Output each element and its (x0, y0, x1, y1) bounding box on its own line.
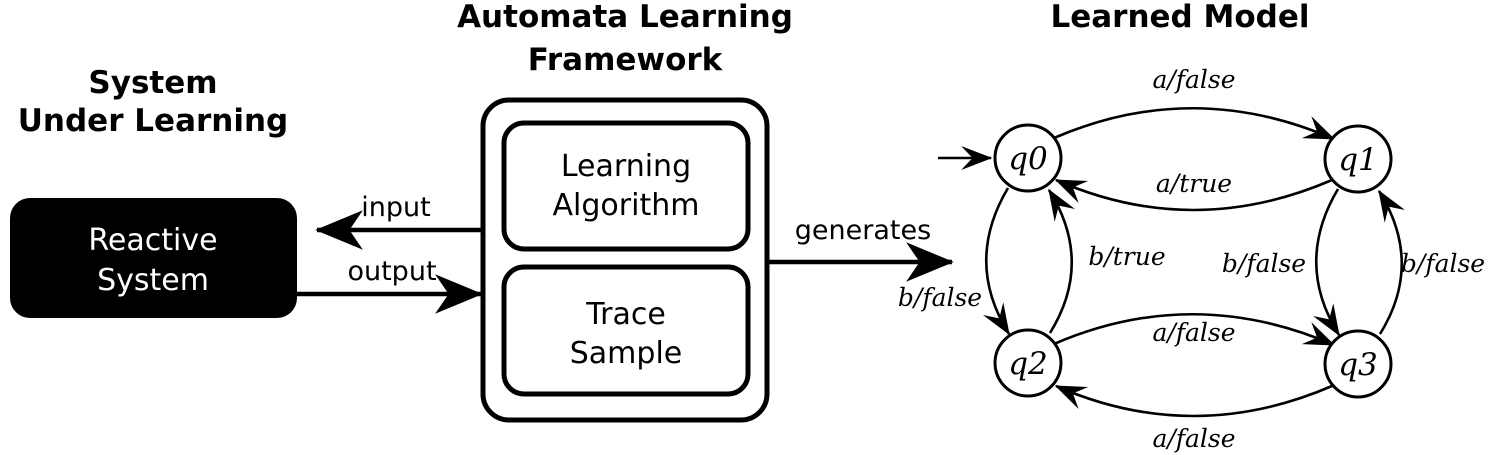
learned-model-heading: Learned Model (1050, 0, 1309, 35)
trace-sample-box[interactable] (501, 264, 751, 397)
transition-q2-q0-label: b/true (1088, 242, 1165, 271)
state-q0-label: q0 (1008, 141, 1048, 177)
generates-arrow-label: generates (795, 215, 931, 246)
framework-heading-line2: Framework (528, 42, 724, 78)
learning-algorithm-label-line1: Learning (561, 149, 691, 184)
system-under-learning-heading-line1: System (88, 65, 217, 101)
transition-q3-q1[interactable] (1377, 189, 1405, 335)
state-q2[interactable] (993, 328, 1063, 398)
transition-q2-q3[interactable] (1053, 312, 1336, 347)
transition-q2-q3-label: a/false (1152, 318, 1235, 347)
trace-sample-label-line1: Trace (585, 297, 666, 332)
transition-q1-q3[interactable] (1313, 188, 1341, 337)
input-arrow-label: input (361, 192, 430, 223)
state-q2-label: q2 (1008, 346, 1048, 382)
transition-q0-q1[interactable] (1053, 106, 1336, 141)
transition-q1-q3-label: b/false (1222, 249, 1306, 278)
transition-q1-q0-label: a/true (1156, 169, 1232, 198)
reactive-system-label-line1: Reactive (88, 223, 217, 258)
state-q3[interactable] (1323, 329, 1393, 399)
transition-q2-q0[interactable] (1047, 188, 1075, 334)
reactive-system-label-line2: System (97, 263, 209, 298)
learning-algorithm-label-line2: Algorithm (553, 188, 700, 223)
learning-algorithm-box[interactable] (501, 120, 751, 252)
transition-q0-q2[interactable] (983, 187, 1011, 336)
transition-q0-q2-label: b/false (898, 283, 982, 312)
transition-q3-q1-label: b/false (1401, 249, 1485, 278)
system-under-learning-heading-line2: Under Learning (18, 103, 288, 139)
state-q1-label: q1 (1338, 142, 1378, 178)
output-arrow-label: output (347, 256, 436, 287)
trace-sample-label-line2: Sample (570, 336, 683, 371)
state-q0[interactable] (993, 123, 1063, 193)
transition-q3-q2-label: a/false (1152, 424, 1235, 453)
reactive-system-box[interactable] (10, 198, 297, 318)
state-q1[interactable] (1323, 124, 1393, 194)
framework-heading-line1: Automata Learning (457, 0, 793, 35)
transition-q0-q1-label: a/false (1152, 65, 1235, 94)
state-q3-label: q3 (1338, 347, 1378, 383)
transition-q3-q2[interactable] (1054, 384, 1333, 418)
transition-q1-q0[interactable] (1054, 178, 1333, 212)
